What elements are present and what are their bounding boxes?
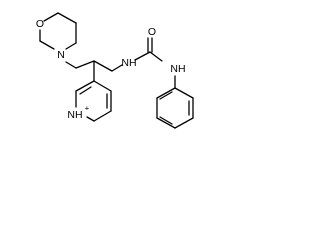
amide-oxygen-label: O (148, 26, 156, 38)
pyridinium-nh-label: NH (67, 109, 82, 121)
bond (39, 40, 55, 50)
bond (65, 42, 77, 50)
bond (93, 80, 112, 92)
bond (111, 64, 123, 72)
morpholine-nitrogen-label: N (57, 49, 65, 61)
pyridinium-charge-label: + (85, 104, 90, 113)
morpholine-oxygen-label: O (36, 18, 44, 30)
bond (75, 80, 95, 92)
bond (156, 87, 176, 99)
bond (57, 12, 77, 24)
bond (159, 91, 173, 100)
bond (75, 60, 95, 69)
bond (134, 51, 151, 61)
bond (174, 117, 194, 129)
bond (86, 116, 95, 122)
amide-nh-label: NH (121, 57, 136, 69)
bond (174, 87, 194, 99)
bond (79, 86, 92, 95)
canvas-background (0, 0, 220, 161)
bond (93, 60, 113, 72)
bond (43, 12, 59, 22)
bond (159, 116, 173, 125)
phenyl-nh-label: NH (170, 63, 185, 75)
bond (65, 61, 77, 69)
bond (149, 51, 163, 62)
atom-labels: O N O NH NH NH + (36, 18, 186, 121)
molecule-structure: O N O NH NH NH + (0, 0, 220, 161)
bond (93, 110, 112, 122)
bond (156, 117, 176, 129)
bonds (39, 12, 194, 129)
